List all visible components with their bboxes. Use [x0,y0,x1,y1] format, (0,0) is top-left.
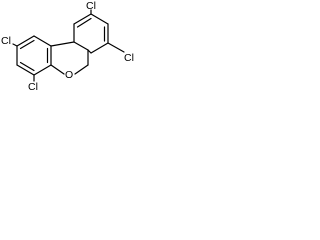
right-benzene-ring [73,13,109,66]
chemical-structure-diagram: Cl Cl Cl Cl O [1,0,134,93]
cl-label-right: Cl [124,52,134,64]
bond [16,64,35,76]
bond [73,41,89,51]
bond-to-cl-left [12,43,18,47]
double-bond-inner [76,17,92,28]
bond [50,41,75,47]
bond-to-cl-right [107,42,125,53]
bond [33,35,52,47]
bond [33,64,52,76]
left-benzene-ring [16,35,52,76]
cl-label-lower-left: Cl [28,81,38,93]
bond [90,13,109,25]
bond [73,13,92,25]
furan-ring [50,41,89,75]
bond [87,49,92,54]
bond [74,64,89,75]
bond [50,64,65,75]
double-bond-inner [19,61,35,72]
bond [90,42,109,54]
cl-label-left: Cl [1,35,11,47]
bond [16,35,35,47]
cl-label-upper-right: Cl [86,0,96,12]
substituent-bonds [12,9,125,82]
double-bond-inner [19,39,35,50]
oxygen-label: O [65,69,73,81]
